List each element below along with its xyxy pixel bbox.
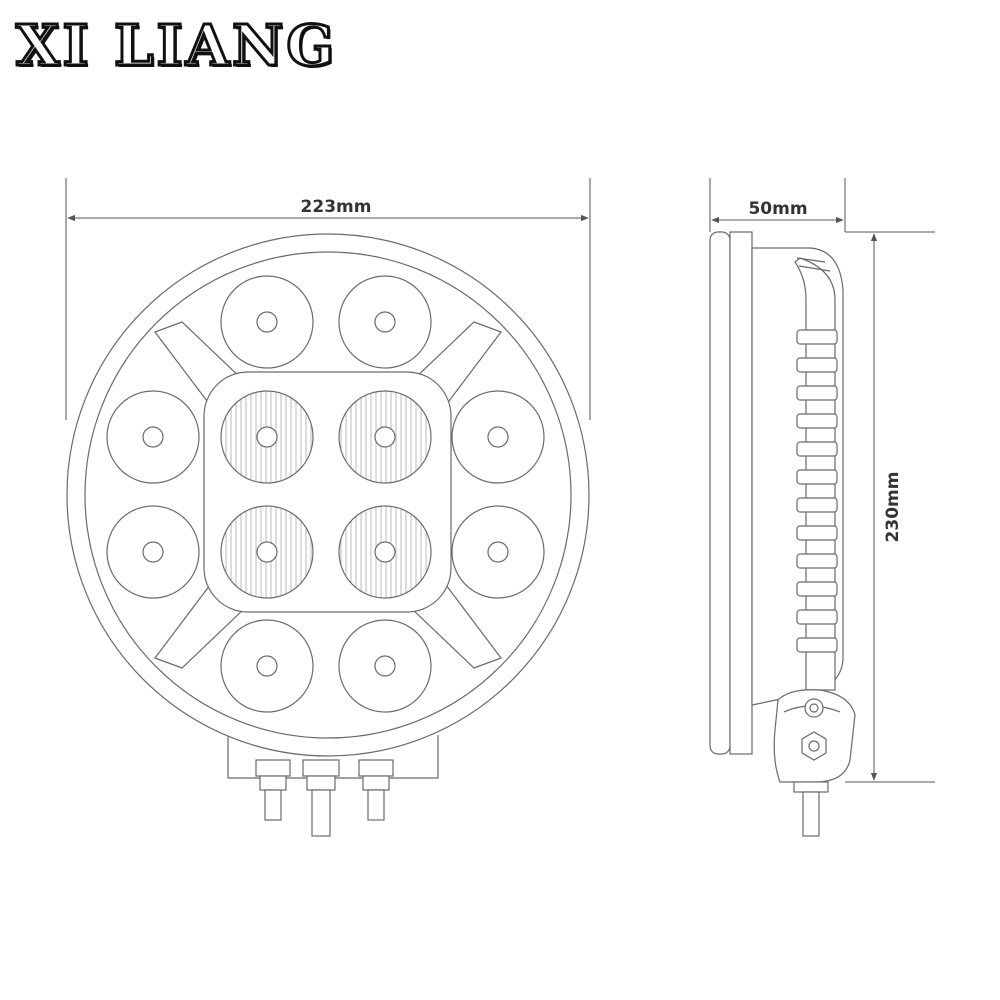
brand-logo: XI LIANG bbox=[14, 13, 338, 79]
inner-bezel-ring bbox=[84, 251, 572, 739]
led-chip bbox=[142, 541, 164, 563]
led-reflector bbox=[338, 275, 432, 369]
bolt-washer bbox=[362, 775, 390, 791]
bolt-nut bbox=[358, 759, 394, 777]
led-chip bbox=[256, 655, 278, 677]
fin bbox=[796, 581, 838, 597]
outer-leds bbox=[106, 275, 545, 713]
led-chip bbox=[487, 426, 509, 448]
side-lens-frame bbox=[729, 231, 753, 755]
pivot-bolt bbox=[804, 698, 824, 718]
led-chip bbox=[374, 541, 396, 563]
led-chip bbox=[374, 426, 396, 448]
front-view: 223mm bbox=[65, 178, 591, 837]
led-chip bbox=[374, 311, 396, 333]
mount-bolts bbox=[255, 759, 394, 837]
bolt-washer bbox=[306, 775, 336, 791]
led-reflector bbox=[106, 390, 200, 484]
bolt-shaft bbox=[264, 789, 282, 821]
side-stud bbox=[802, 791, 820, 837]
bolt-nut bbox=[302, 759, 340, 777]
side-depth-label: 50mm bbox=[748, 199, 807, 219]
fin bbox=[796, 525, 838, 541]
bolt-washer bbox=[259, 775, 287, 791]
heatsink-fins bbox=[796, 257, 838, 653]
side-view: 50mm 230mm bbox=[709, 178, 935, 837]
led-chip bbox=[256, 426, 278, 448]
side-stud-washer bbox=[793, 781, 829, 793]
led-reflector bbox=[451, 390, 545, 484]
fin bbox=[796, 413, 838, 429]
led-reflector bbox=[338, 619, 432, 713]
led-chip bbox=[487, 541, 509, 563]
bolt-nut bbox=[255, 759, 291, 777]
fin bbox=[796, 441, 838, 457]
fin bbox=[796, 497, 838, 513]
led-reflector bbox=[220, 619, 314, 713]
led-chip bbox=[142, 426, 164, 448]
front-width-label: 223mm bbox=[301, 197, 372, 217]
led-chip bbox=[374, 655, 396, 677]
fin bbox=[796, 637, 838, 653]
fin bbox=[796, 553, 838, 569]
fin bbox=[796, 357, 838, 373]
led-reflector bbox=[220, 275, 314, 369]
bolt-shaft bbox=[367, 789, 385, 821]
led-reflector bbox=[451, 505, 545, 599]
inner-leds bbox=[220, 390, 432, 599]
led-chip bbox=[256, 541, 278, 563]
led-chip bbox=[256, 311, 278, 333]
fin bbox=[796, 469, 838, 485]
led-reflector bbox=[106, 505, 200, 599]
side-height-label: 230mm bbox=[883, 472, 903, 543]
bolt-shaft bbox=[311, 789, 331, 837]
fin bbox=[796, 329, 838, 345]
pivot-nut bbox=[801, 731, 827, 761]
fin bbox=[796, 385, 838, 401]
fin bbox=[796, 609, 838, 625]
side-front-bezel bbox=[709, 231, 731, 755]
